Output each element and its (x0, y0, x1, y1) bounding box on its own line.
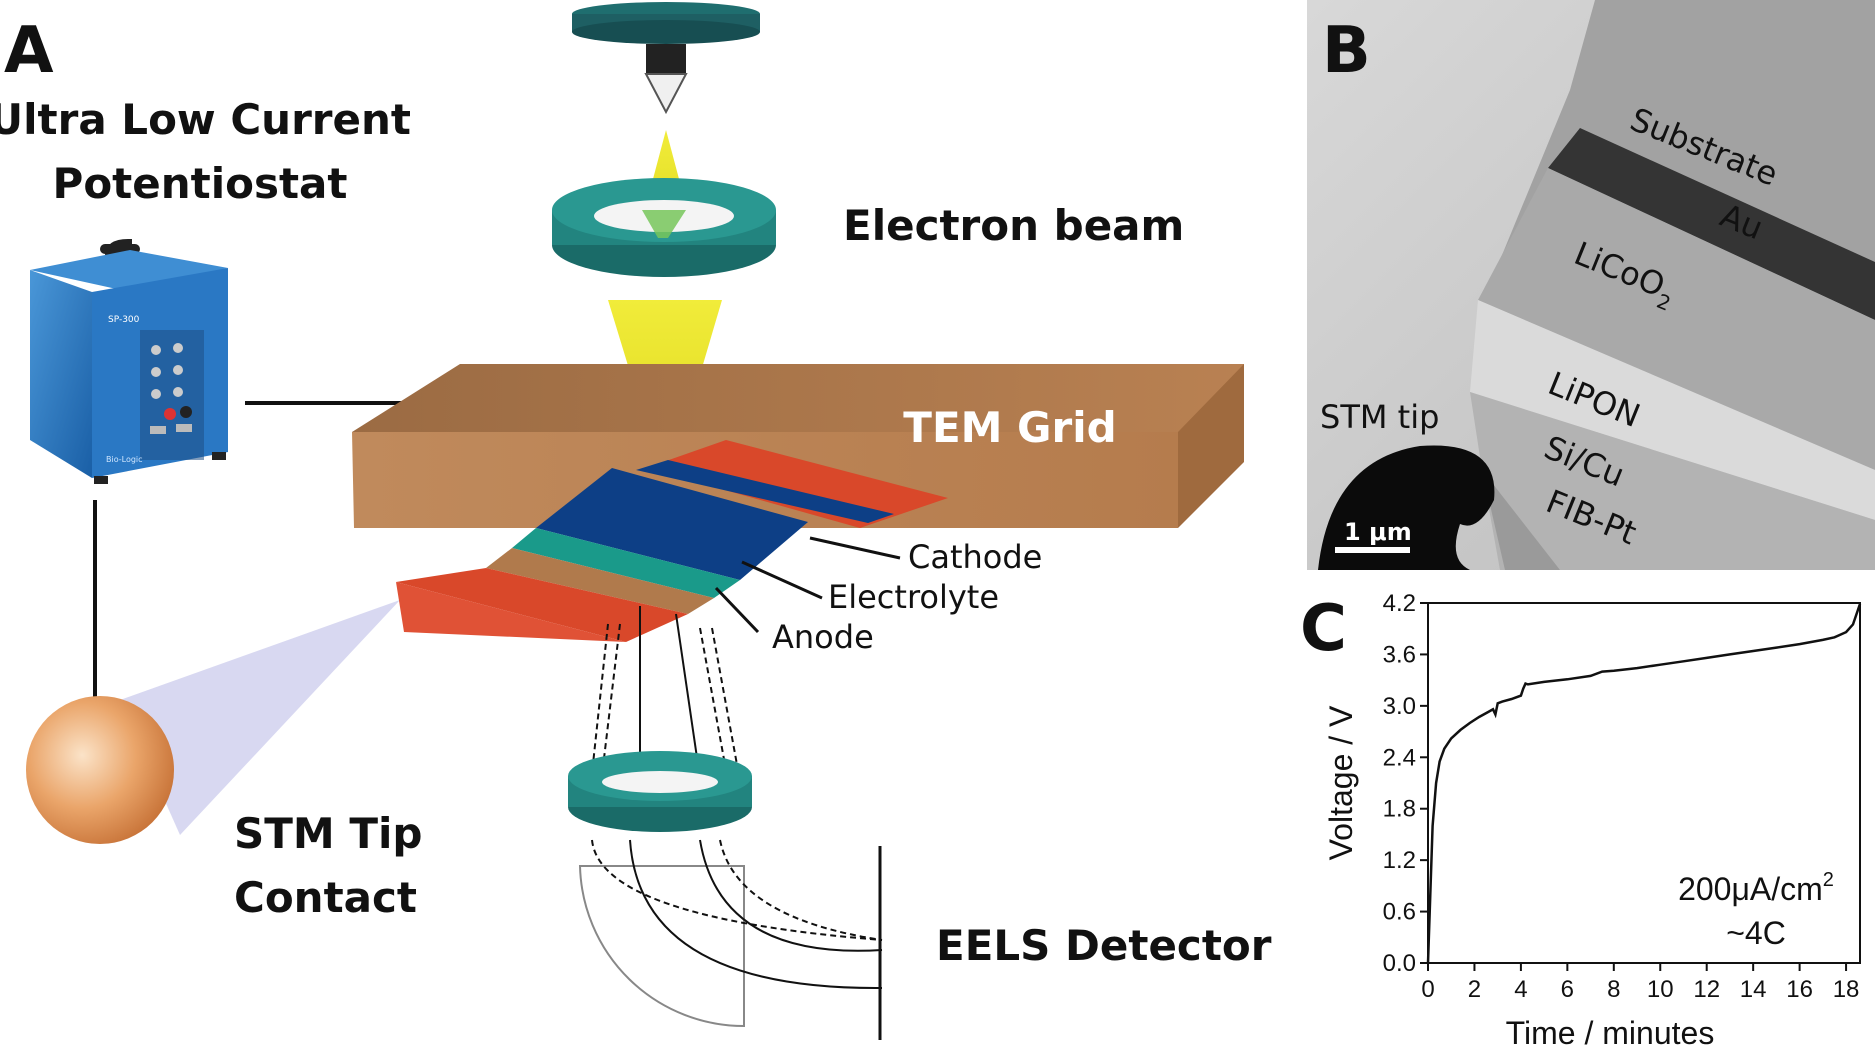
y-tick-label: 0.6 (1383, 899, 1416, 926)
electrolyte-pointer (741, 560, 823, 600)
battery-lamella (396, 440, 948, 642)
electrolyte-label: Electrolyte (828, 578, 999, 616)
stm-tip-micrograph-label: STM tip (1320, 398, 1439, 436)
voltage-series-line (1426, 603, 1862, 964)
electron-beam-label: Electron beam (843, 201, 1184, 250)
x-tick-label: 10 (1647, 976, 1674, 1003)
y-tick-label: 4.2 (1383, 590, 1416, 617)
device-model-label: SP-300 (108, 315, 140, 325)
chart-plot-frame (1427, 602, 1861, 964)
x-tick-label: 2 (1468, 976, 1481, 1003)
anode-band-teal (512, 528, 740, 598)
device-brand-label: Bio-Logic (106, 455, 143, 464)
projector-lens (568, 751, 752, 832)
chart-annotation-rate-text: 200μA/cm (1678, 871, 1823, 907)
potentiostat-title-line1: Ultra Low Current (0, 95, 411, 144)
y-tick-label: 0.0 (1383, 950, 1416, 977)
potentiostat-device: SP-300 Bio-Logic (30, 239, 228, 484)
chart-annotation-sup: 2 (1823, 869, 1834, 891)
scale-bar-label: 1 μm (1344, 518, 1412, 546)
stm-tip-silhouette (1318, 445, 1495, 570)
stm-tip-label-line2: Contact (234, 873, 417, 922)
lipon-layer (1470, 300, 1875, 520)
cathode-label: Cathode (908, 538, 1042, 576)
panel-c-letter: C (1300, 592, 1347, 666)
x-axis-ticks: 0 2 4 6 8 10 12 14 16 18 (1421, 963, 1859, 1003)
electrolyte-layer (536, 468, 808, 580)
tem-grid-label: TEM Grid (903, 403, 1116, 452)
y-tick-label: 1.2 (1383, 847, 1416, 874)
au-layer (1548, 128, 1875, 320)
anode-layer (486, 548, 714, 614)
y-axis-title: Voltage / V (1323, 705, 1359, 860)
licoo2-layer (1478, 168, 1875, 470)
stm-tip-sphere (26, 696, 174, 844)
eels-detector-label: EELS Detector (936, 921, 1272, 970)
panel-a-letter: A (4, 14, 54, 88)
chart-annotation-crate: ~4C (1726, 915, 1786, 951)
tem-micrograph (1307, 0, 1875, 570)
electron-gun (572, 2, 760, 115)
y-axis-ticks: 0.0 0.6 1.2 1.8 2.4 3.0 3.6 4.2 (1383, 590, 1428, 977)
lamella-front-face (396, 582, 626, 642)
x-tick-label: 6 (1561, 976, 1574, 1003)
cathode-pointer (809, 536, 901, 560)
device-panel (140, 330, 204, 460)
x-tick-label: 16 (1786, 976, 1813, 1003)
chart-annotation-rate: 200μA/cm2 (1678, 869, 1834, 907)
lamella-bottom-layer (396, 568, 688, 642)
sicu-layer (1470, 392, 1875, 570)
y-tick-label: 1.8 (1383, 796, 1416, 823)
x-tick-label: 0 (1421, 976, 1434, 1003)
eels-spectrometer (578, 839, 883, 1040)
cathode-stripe (636, 460, 894, 523)
stm-tip-cone (120, 600, 400, 835)
y-tick-label: 3.6 (1383, 641, 1416, 668)
stm-tip-label-line1: STM Tip (234, 809, 422, 858)
anode-pointer (714, 586, 760, 634)
voltage-chart: 0.0 0.6 1.2 1.8 2.4 3.0 3.6 4.2 0 2 4 6 8 10 12 14 16 18… (1323, 590, 1862, 1051)
device-top (30, 250, 228, 292)
x-tick-label: 18 (1833, 976, 1860, 1003)
beam-through-lens (642, 210, 686, 238)
x-axis-title: Time / minutes (1506, 1015, 1715, 1051)
potentiostat-title-line2: Potentiostat (53, 159, 348, 208)
x-tick-label: 14 (1740, 976, 1767, 1003)
y-tick-label: 3.0 (1383, 693, 1416, 720)
x-tick-label: 12 (1693, 976, 1720, 1003)
x-tick-label: 8 (1607, 976, 1620, 1003)
anode-label: Anode (772, 618, 874, 656)
y-tick-label: 2.4 (1383, 744, 1416, 771)
fibpt-layer (1482, 470, 1560, 570)
device-side (30, 270, 92, 478)
cathode-layer (646, 440, 948, 528)
x-tick-label: 4 (1514, 976, 1527, 1003)
panel-b-letter: B (1322, 14, 1371, 88)
